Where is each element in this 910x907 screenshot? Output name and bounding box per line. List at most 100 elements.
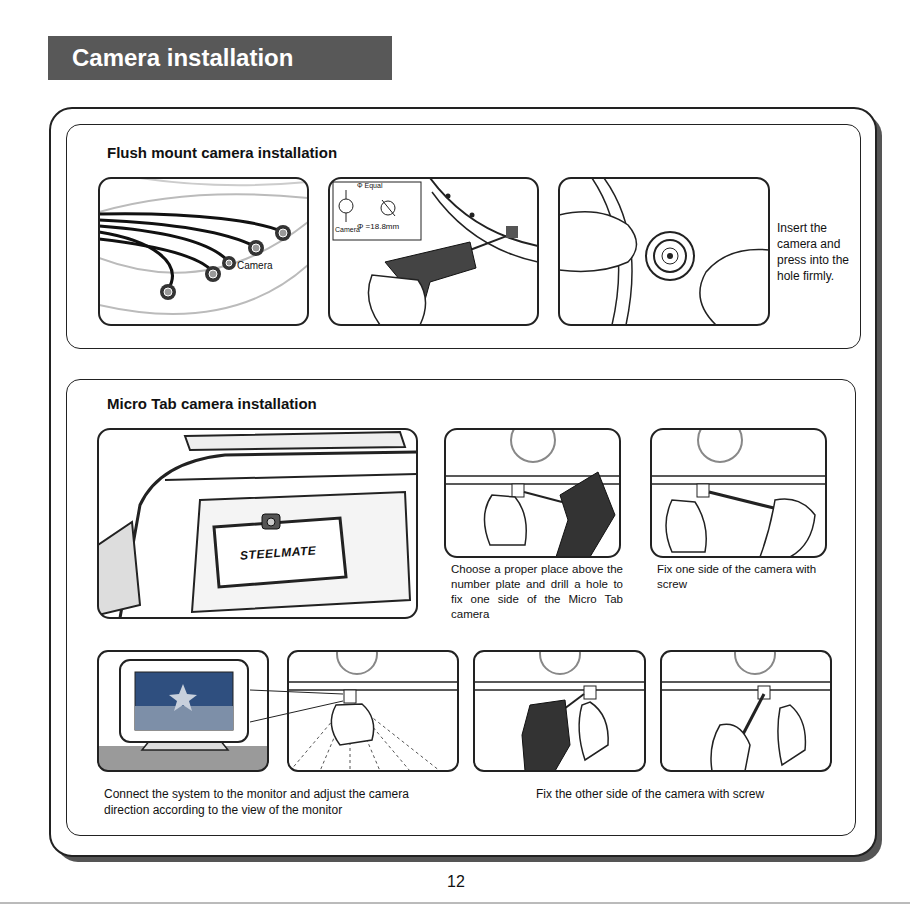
bumper-sensors-drawing — [99, 178, 308, 314]
image-panel: Insert the camera and press into the hol… — [560, 179, 770, 326]
bumper-sensors-drawing — [252, 244, 260, 252]
drilling-drawing — [484, 495, 526, 545]
monitor-drawing — [135, 706, 233, 730]
adjust-camera-drawing — [290, 700, 440, 771]
car-rear-drawing — [98, 522, 140, 615]
drilling-drawing — [346, 190, 347, 199]
part-label: Camera — [335, 226, 360, 233]
insert-camera-drawing — [559, 212, 637, 272]
screwing-drawing — [697, 484, 709, 497]
caption-text: Fix one side of the camera with screw — [657, 562, 837, 592]
car-rear-drawing — [98, 432, 417, 618]
zoom-leader-lines — [250, 690, 343, 722]
outer-frame — [50, 108, 882, 862]
bumper-sensors-drawing — [99, 194, 308, 212]
drilling-drawing — [470, 213, 475, 218]
bumper-sensors-drawing — [160, 284, 176, 300]
drilling-drawing — [511, 429, 555, 462]
bumper-sensors-drawing — [279, 229, 287, 237]
adjust-camera-drawing — [288, 681, 458, 683]
drilling-drawing — [524, 492, 562, 502]
drilling-drawing — [381, 201, 395, 215]
bumper-sensors-drawing — [205, 266, 221, 282]
screwing-drawing — [711, 724, 750, 771]
image-panel — [661, 651, 831, 771]
screwing-drawing — [661, 651, 831, 771]
image-panel — [474, 651, 645, 771]
drilling-drawing — [474, 689, 645, 691]
image-panel — [98, 651, 268, 771]
part-label: Camera — [237, 260, 273, 271]
image-panel — [98, 429, 417, 618]
bumper-sensors-drawing — [248, 240, 264, 256]
dimension-label: Φ Equal — [357, 182, 382, 189]
drilling-drawing — [368, 275, 425, 325]
image-panel: Choose a proper place above the number p… — [446, 430, 621, 558]
insert-camera-drawing — [654, 240, 686, 272]
car-rear-drawing — [262, 514, 280, 529]
caption-text: Connect the system to the monitor and ad… — [104, 786, 449, 818]
insert-camera-drawing — [700, 249, 769, 325]
drilling-drawing — [506, 226, 518, 238]
monitor-drawing — [120, 660, 248, 742]
adjust-camera-drawing — [288, 651, 458, 771]
screwing-drawing — [661, 689, 831, 691]
screwing-drawing — [760, 499, 815, 557]
drilling-drawing — [556, 472, 615, 557]
screwing-drawing — [651, 483, 826, 485]
bumper-sensors-drawing — [99, 214, 283, 232]
drilling-drawing — [382, 200, 395, 216]
drilling-drawing — [470, 234, 512, 250]
page-title: Camera installation — [48, 36, 392, 80]
page-number: 12 — [447, 873, 465, 891]
zoom-leader-lines — [250, 690, 343, 694]
drilling-drawing — [346, 213, 347, 222]
drilling-drawing — [474, 651, 645, 771]
monitor-drawing — [169, 684, 197, 711]
monitor-drawing — [98, 660, 268, 771]
bumper-sensors-drawing — [99, 265, 308, 314]
page-rule — [0, 903, 910, 904]
insert-camera-drawing — [559, 178, 769, 325]
insert-camera-drawing — [667, 253, 673, 259]
image-panel: Connect the system to the monitor and ad… — [99, 652, 269, 772]
image-panel: Fix one side of the camera with screw — [652, 430, 827, 558]
section-heading: Flush mount camera installation — [107, 143, 607, 163]
bumper-sensors-drawing — [140, 178, 308, 185]
car-rear-drawing — [267, 518, 275, 526]
outer-frame — [50, 108, 876, 856]
drilling-drawing — [579, 702, 608, 760]
monitor-drawing — [135, 672, 233, 730]
image-panel — [445, 429, 620, 557]
insert-camera-drawing — [662, 248, 678, 264]
image-panel — [329, 178, 538, 325]
caption-text: Fix the other side of the camera with sc… — [536, 786, 836, 802]
drilling-drawing — [474, 681, 645, 683]
drilling-drawing — [446, 194, 451, 199]
car-rear-drawing — [120, 452, 417, 618]
screwing-drawing — [651, 475, 826, 477]
adjust-camera-drawing — [288, 689, 458, 691]
image-panel — [288, 651, 458, 771]
car-rear-drawing — [165, 474, 417, 480]
bumper-sensors-drawing — [222, 256, 236, 270]
drilling-drawing — [445, 429, 620, 557]
bumper-sensors-drawing — [226, 260, 232, 266]
drilling-drawing — [540, 651, 580, 674]
drilling-drawing — [430, 178, 538, 246]
screwing-drawing — [651, 429, 826, 557]
adjust-camera-drawing — [331, 704, 373, 745]
bumper-sensors-drawing — [209, 270, 217, 278]
dimension-label: Φ =18.8mm — [357, 222, 399, 231]
screwing-drawing — [698, 429, 742, 462]
screwing-drawing — [661, 681, 831, 683]
screwing-drawing — [778, 705, 806, 765]
bumper-sensors-drawing — [164, 288, 172, 296]
adjust-camera-drawing — [337, 651, 377, 674]
screwing-drawing — [666, 500, 706, 552]
bumper-sensors-drawing — [99, 220, 256, 247]
zoom-leader-lines — [250, 701, 343, 722]
image-panel — [559, 178, 769, 325]
insert-camera-drawing — [646, 232, 694, 280]
